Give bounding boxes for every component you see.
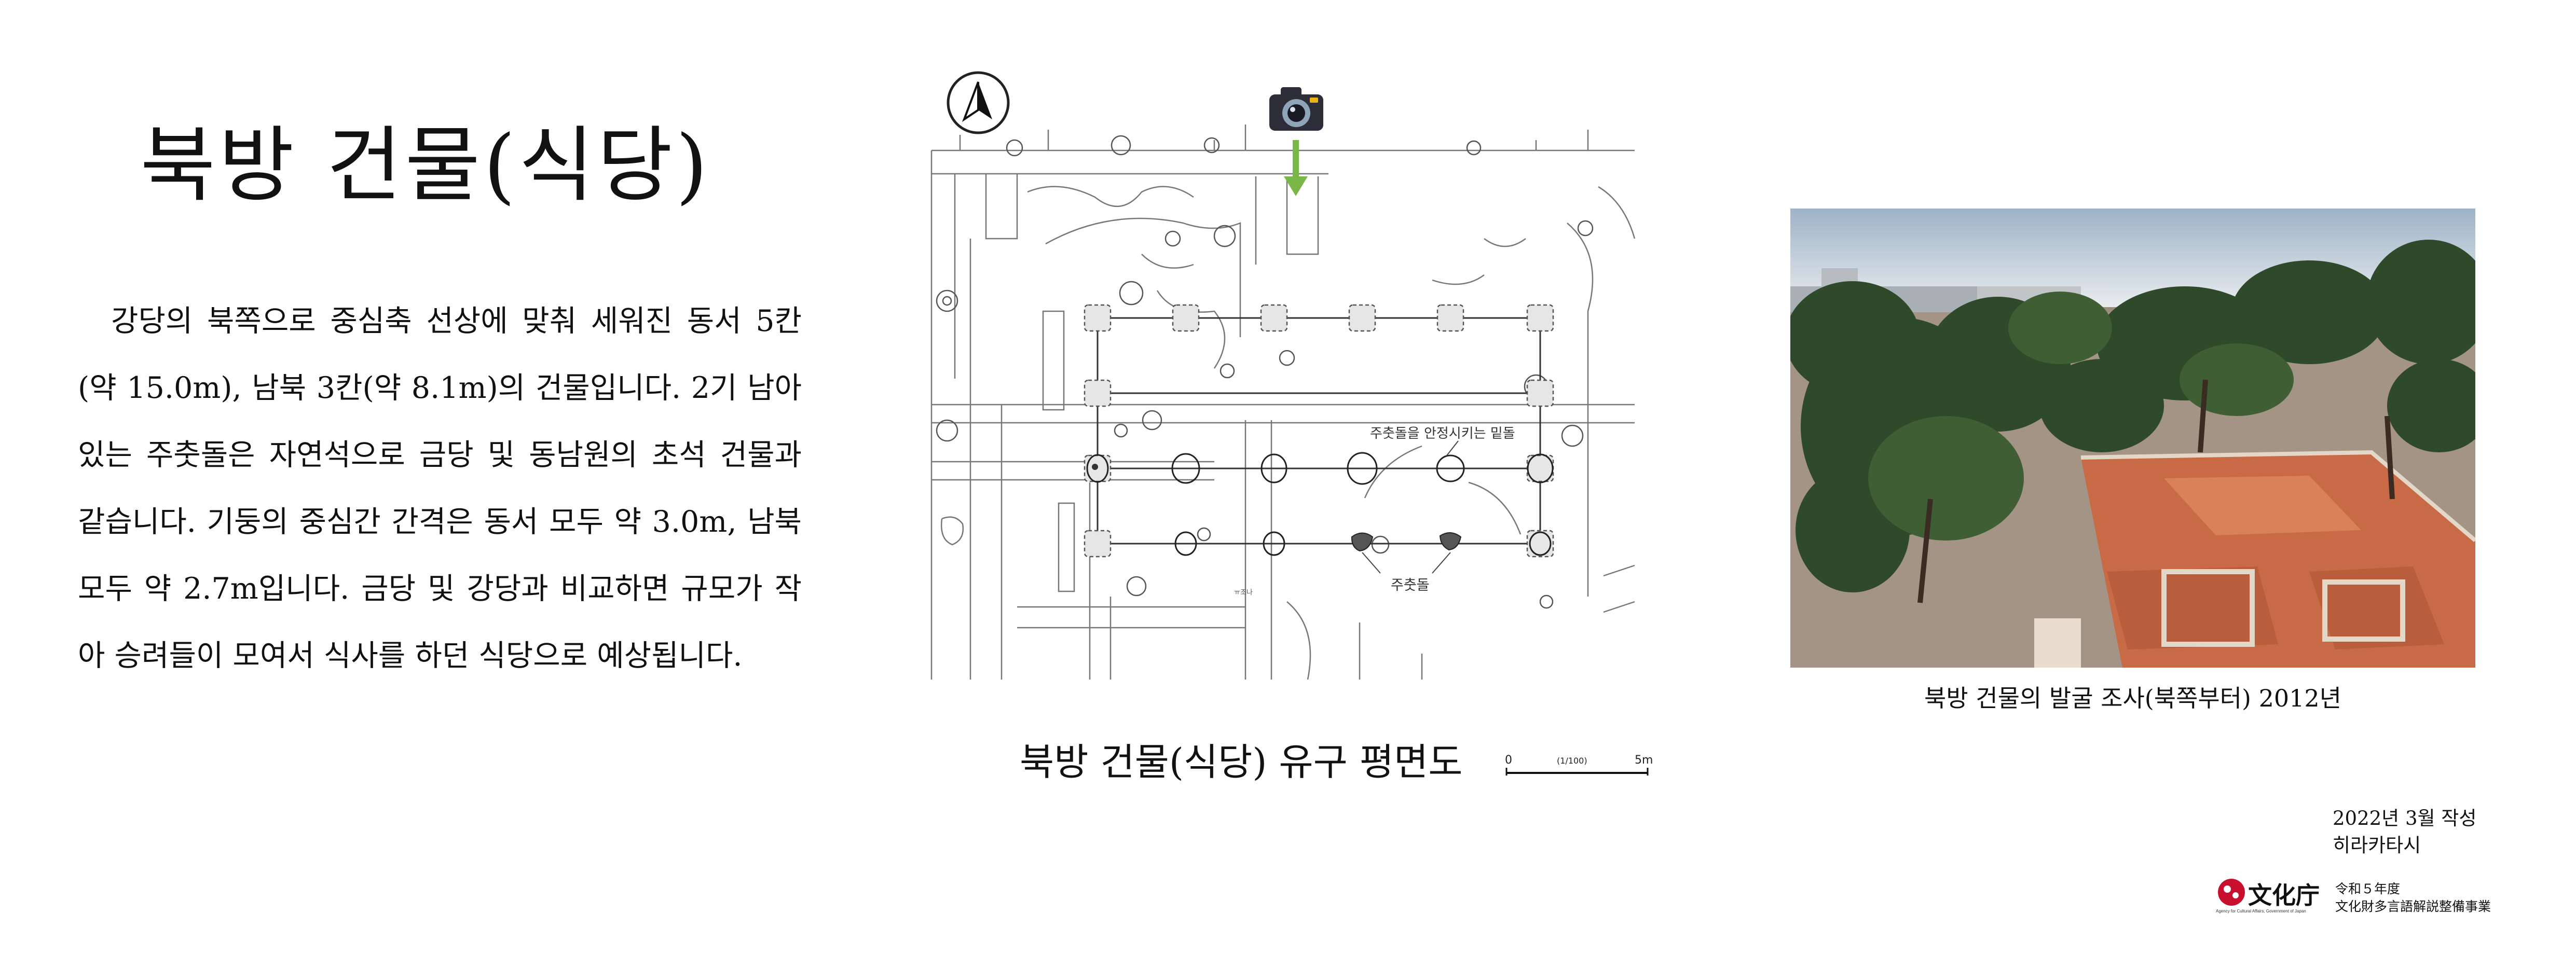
scale-start: 0 [1505, 754, 1512, 767]
photo-caption: 북방 건물의 발굴 조사(북쪽부터) 2012년 [1924, 684, 2341, 712]
agency-program-year: 令和５年度 [2335, 881, 2401, 896]
scale-bar: 0 (1/100) 5m [1505, 747, 1655, 799]
view-direction-arrow-icon [1284, 140, 1308, 196]
cornerstone-label: 주춧돌 [1391, 577, 1430, 593]
creation-date: 2022년 3월 작성 [2333, 807, 2477, 829]
agency-name: 文化庁 [2248, 881, 2320, 909]
city-name: 히라카타시 [2333, 834, 2421, 856]
authorship-info: 2022년 3월 작성 히라카타시 [2333, 805, 2476, 859]
agency-subtitle: Agency for Cultural Affairs, Government … [2216, 909, 2306, 913]
site-plan-drawing: 주춧돌을 안정시키는 밑돌 주춧돌 ㅠ조나 [930, 71, 1636, 680]
description-text: 강당의 북쪽으로 중심축 선상에 맞춰 세워진 동서 5칸(약 15.0m), … [78, 304, 802, 673]
camera-icon [1269, 87, 1323, 131]
small-plan-label: ㅠ조나 [1234, 589, 1253, 597]
excavation-photo [1790, 209, 2475, 668]
agency-program-name: 文化財多言語解説整備事業 [2335, 899, 2491, 914]
scale-ratio: (1/100) [1557, 756, 1587, 766]
agency-logo-icon [2218, 879, 2245, 906]
agency-credit: 文化庁 Agency for Cultural Affairs, Governm… [2216, 877, 2491, 923]
north-arrow-icon [947, 71, 1010, 134]
site-plan: 주춧돌을 안정시키는 밑돌 주춧돌 ㅠ조나 [924, 67, 1655, 680]
plan-caption: 북방 건물(식당) 유구 평면도 [1020, 740, 1463, 784]
foundation-stone-label: 주춧돌을 안정시키는 밑돌 [1370, 426, 1515, 441]
scale-end: 5m [1635, 754, 1653, 767]
page-title: 북방 건물(식당) [140, 118, 711, 213]
